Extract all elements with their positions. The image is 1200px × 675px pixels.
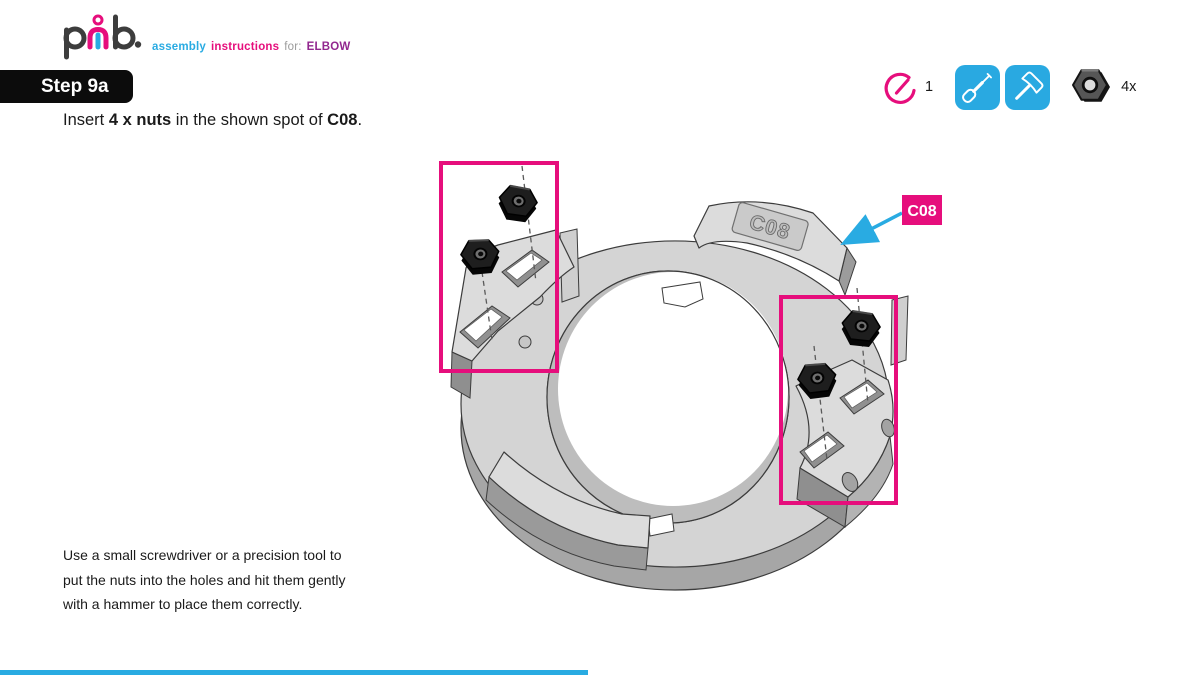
dashed-leader-line	[521, 165, 537, 283]
instruction-quantity: 4 x nuts	[108, 111, 172, 129]
flange-southwest	[485, 451, 651, 571]
flange-northeast: C08	[693, 201, 857, 297]
instruction-part1: Insert	[63, 111, 109, 129]
instruction-part3: .	[357, 111, 363, 129]
hammer-button[interactable]	[1005, 64, 1051, 110]
note-text: Use a small screwdriver or a precision t…	[63, 543, 383, 617]
tagline-part-name: ELBOW	[306, 41, 351, 53]
logo-period	[134, 41, 142, 48]
screwdriver-icon	[961, 73, 992, 103]
logo-letter-p	[63, 26, 87, 60]
callout-arrow-icon	[840, 211, 903, 246]
instruction-text: Insert 4 x nuts in the shown spot of C08…	[63, 111, 362, 130]
tagline-for: for:	[284, 41, 302, 53]
elbow-ring-part: C08	[450, 201, 909, 591]
note-line-2: put the nuts into the holes and hit them…	[63, 571, 346, 588]
step-label: Step 9a	[41, 76, 109, 97]
tagline-instructions: instructions	[211, 41, 280, 53]
part-callout-label: C08	[907, 203, 936, 220]
screwdriver-button[interactable]	[955, 64, 1001, 110]
screw-hole	[841, 472, 859, 492]
progress-bar	[0, 670, 588, 675]
hardware-count: 4x	[1121, 79, 1137, 95]
header: assembly instructions for: ELBOW	[62, 14, 350, 60]
hex-nut	[460, 239, 500, 275]
screw-recess	[518, 335, 532, 349]
highlight-box-right	[779, 295, 898, 505]
logo-letter-b	[112, 14, 136, 50]
hex-nut	[797, 362, 837, 399]
hex-nuts	[460, 184, 881, 399]
dashed-leader-line	[481, 271, 493, 341]
duration-gauge-icon	[884, 72, 916, 104]
instruction-part-id: C08	[327, 111, 358, 129]
highlight-box-left	[439, 161, 559, 373]
tagline-assembly: assembly	[152, 41, 207, 53]
duration-count: 1	[925, 79, 934, 95]
hex-nut	[498, 184, 538, 223]
note-line-1: Use a small screwdriver or a precision t…	[63, 547, 342, 563]
step-banner: Step 9a	[0, 70, 133, 103]
note-line-3: with a hammer to place them correctly.	[63, 596, 303, 612]
hex-nut	[841, 310, 881, 347]
top-inner-notch	[661, 281, 704, 308]
toolbar: 1	[880, 64, 1136, 110]
hammer-icon	[1014, 71, 1044, 100]
part-callout: C08	[902, 195, 942, 225]
screw-hole	[881, 418, 895, 438]
instruction-part2: in the shown spot of	[171, 111, 328, 129]
hex-nut-icon	[1072, 69, 1111, 102]
inner-opening	[558, 272, 788, 506]
tagline: assembly instructions for: ELBOW	[152, 41, 350, 60]
pib-logo	[63, 14, 142, 60]
right-post	[890, 295, 909, 366]
logo-person-glyph	[87, 14, 109, 50]
